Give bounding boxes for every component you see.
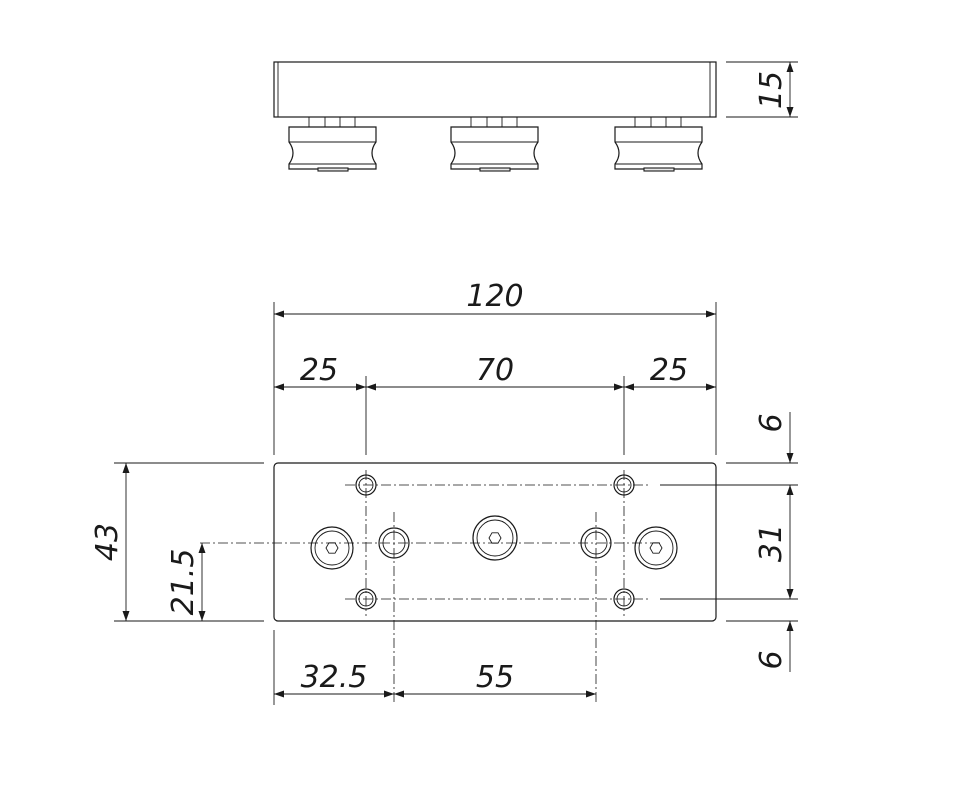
dim-right-offset: 25 <box>650 353 688 388</box>
hole-inner-left <box>378 527 410 559</box>
dim-left-offset: 25 <box>300 353 338 388</box>
side-view: 15 <box>273 61 798 172</box>
screw-left <box>310 526 354 570</box>
plate-side <box>273 61 717 118</box>
screw-center <box>472 515 518 561</box>
dim-bottom-edge: 6 <box>754 650 789 669</box>
dim-overall-height: 43 <box>90 523 125 561</box>
plate-top <box>273 462 717 622</box>
dim-height-side: 15 <box>754 71 789 109</box>
hole-top-left <box>355 474 377 496</box>
dim-top-edge: 6 <box>754 413 789 432</box>
roller-right <box>614 116 703 172</box>
dim-hole-spacing: 70 <box>476 353 514 388</box>
hole-bottom-right <box>613 588 635 610</box>
dim-center-height: 21.5 <box>166 549 201 616</box>
hole-top-right <box>613 474 635 496</box>
dim-center-offset: 32.5 <box>301 660 368 695</box>
screw-right <box>634 526 678 570</box>
dim-overall-width: 120 <box>466 279 523 314</box>
dim-row-spacing: 31 <box>754 524 789 562</box>
dim-inner-spacing: 55 <box>476 660 514 695</box>
top-view: 120 25 70 25 6 31 6 43 21.5 32.5 55 <box>90 279 798 705</box>
hole-bottom-left <box>355 588 377 610</box>
roller-middle <box>450 116 539 172</box>
roller-left <box>288 116 377 172</box>
hole-inner-right <box>580 527 612 559</box>
